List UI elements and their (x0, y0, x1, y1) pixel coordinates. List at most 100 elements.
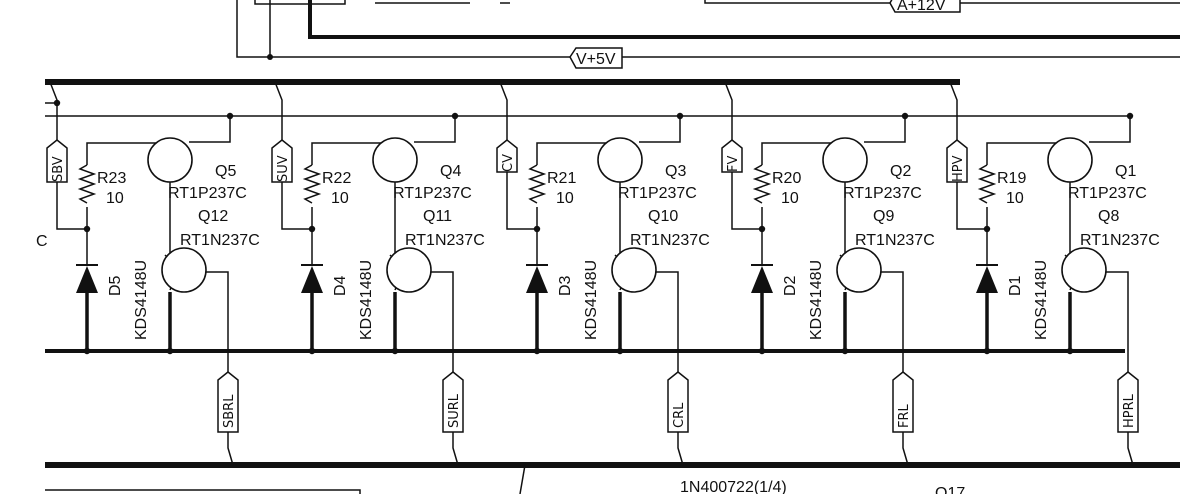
input-label: CV (501, 154, 516, 172)
wire (86, 142, 160, 165)
diode-part: KDS4148U (133, 260, 150, 340)
a12-wire (704, 0, 1180, 4)
junction-dot (901, 112, 909, 120)
pnp-transistor-symbol (597, 137, 643, 183)
junction-dot (616, 347, 624, 355)
resistor-ref: R23 (97, 170, 126, 187)
pnp-part: RT1P237C (1068, 185, 1147, 202)
diode-symbol (301, 266, 323, 293)
wire (189, 116, 231, 143)
resistor-value: 10 (556, 190, 574, 207)
wire (414, 116, 456, 143)
resistor-ref: R22 (322, 170, 351, 187)
npn-ref: Q9 (873, 208, 894, 225)
npn-transistor-symbol (386, 247, 432, 293)
pnp-ref: Q5 (215, 163, 236, 180)
diode-part: KDS4148U (583, 260, 600, 340)
wire (956, 185, 987, 230)
junction-dot (758, 347, 766, 355)
input-label: FV (726, 156, 741, 172)
wire (881, 271, 909, 466)
wire (1106, 271, 1134, 466)
npn-ref: Q11 (423, 208, 452, 225)
wire (724, 81, 733, 140)
pnp-transistor-symbol (147, 137, 193, 183)
junction-dot (1066, 347, 1074, 355)
wire (864, 116, 906, 143)
output-label: HPRL (1122, 393, 1137, 428)
wire (206, 271, 234, 466)
diode-ref: D2 (782, 275, 799, 296)
junction-dot (308, 347, 316, 355)
resistor-ref: R21 (547, 170, 576, 187)
npn-ref: Q10 (648, 208, 678, 225)
wire (56, 185, 87, 230)
wire (656, 271, 684, 466)
diode-symbol (751, 266, 773, 293)
junction-dot (758, 225, 766, 233)
pnp-ref: Q1 (1115, 163, 1136, 180)
npn-part: RT1N237C (180, 232, 260, 249)
thick-wire (308, 0, 1180, 39)
resistor-symbol (302, 164, 322, 204)
junction-dot (533, 347, 541, 355)
diode-part: KDS4148U (1033, 260, 1050, 340)
diode-symbol (976, 266, 998, 293)
input-tag (496, 139, 518, 173)
junction-dot (166, 347, 174, 355)
junction-dot (841, 347, 849, 355)
npn-part: RT1N237C (855, 232, 935, 249)
resistor-value: 10 (781, 190, 799, 207)
npn-transistor-symbol (1061, 247, 1107, 293)
wire (1089, 116, 1131, 143)
output-label: CRL (672, 402, 687, 428)
junction-dot (451, 112, 459, 120)
static-wiring (45, 0, 1180, 494)
diode-ref: D5 (107, 275, 124, 296)
transistor-ref-text: Q17 (935, 485, 965, 494)
junction-dot (533, 225, 541, 233)
output-label: FRL (897, 403, 912, 428)
wire (986, 142, 1060, 165)
pnp-ref: Q3 (665, 163, 686, 180)
npn-part: RT1N237C (1080, 232, 1160, 249)
npn-ref: Q8 (1098, 208, 1119, 225)
wire (639, 116, 681, 143)
junction-dot (83, 347, 91, 355)
junction-dot (983, 347, 991, 355)
input-tag (946, 139, 968, 183)
v5-text: V+5V (576, 51, 616, 68)
input-tag (721, 139, 743, 173)
diode-ref-text: 1N400722(1/4) (680, 479, 787, 494)
resistor-value: 10 (1006, 190, 1024, 207)
pnp-transistor-symbol (372, 137, 418, 183)
resistor-ref: R19 (997, 170, 1026, 187)
a12-text: A+12V (897, 0, 946, 14)
wire (499, 81, 508, 140)
junction-dot (391, 347, 399, 355)
diode-ref: D1 (1007, 275, 1024, 296)
diode-ref: D4 (332, 275, 349, 296)
top-box-edge (254, 0, 346, 5)
npn-ref: Q12 (198, 208, 228, 225)
v5-wire (236, 0, 1180, 58)
diode-symbol (526, 266, 548, 293)
input-label: HPV (951, 155, 966, 182)
wire (506, 185, 537, 230)
input-label: SUV (276, 155, 291, 182)
npn-part: RT1N237C (405, 232, 485, 249)
resistor-ref: R20 (772, 170, 801, 187)
wire (49, 81, 58, 140)
diode-part: KDS4148U (808, 260, 825, 340)
resistor-value: 10 (331, 190, 349, 207)
output-tag (217, 371, 239, 433)
bottom-left-box (45, 489, 361, 494)
pnp-part: RT1P237C (843, 185, 922, 202)
resistor-symbol (977, 164, 997, 204)
input-tag (271, 139, 293, 183)
